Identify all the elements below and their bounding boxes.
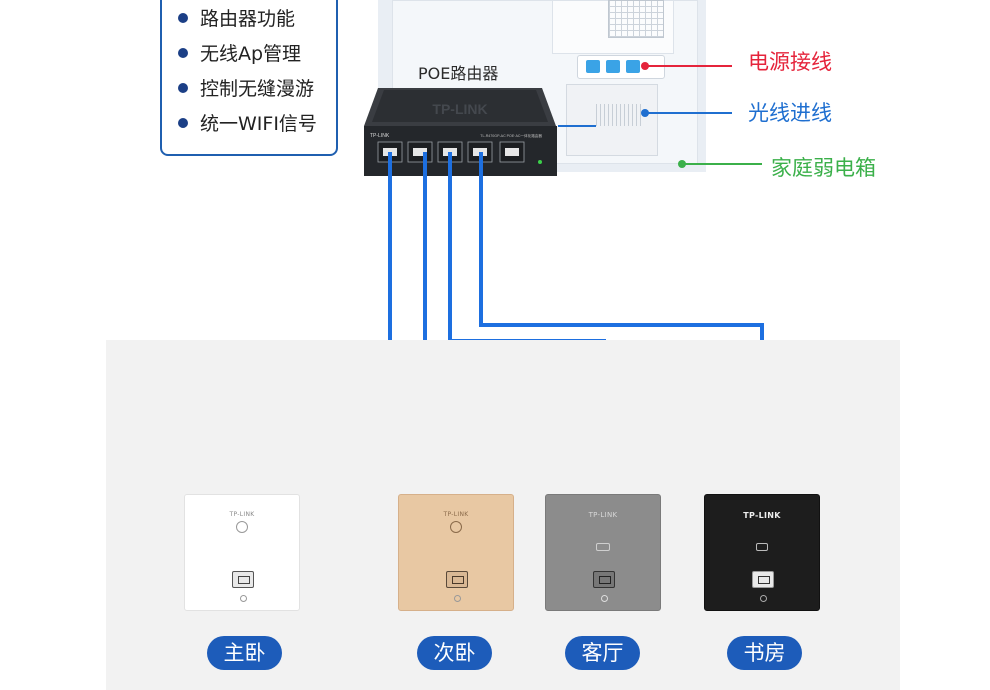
power-callout-dot — [641, 62, 649, 70]
router-front-logo: TP-LINK — [370, 133, 390, 139]
ethernet-port-icon — [232, 571, 254, 588]
router-top-logo: TP-LINK — [432, 101, 487, 117]
panel-brand: TP-LINK — [229, 511, 255, 518]
feature-list-box: 路由器功能 无线Ap管理 控制无缝漫游 统一WIFI信号 — [160, 0, 338, 156]
panel-brand: TP-LINK — [443, 511, 469, 518]
panel-ap-gray: TP-LINK — [545, 494, 661, 611]
panel-led-icon — [596, 543, 610, 551]
room-label-study: 书房 — [727, 636, 802, 670]
room-label-second-bedroom: 次卧 — [417, 636, 492, 670]
panel-ap-white: TP-LINK — [184, 494, 300, 611]
reset-hole-icon — [601, 595, 608, 602]
socket-icon — [586, 60, 600, 73]
power-callout-label: 电源接线 — [748, 50, 832, 74]
box-callout-dot — [678, 160, 686, 168]
fiber-callout-dot — [641, 109, 649, 117]
panel-ap-black: TP-LINK — [704, 494, 820, 611]
bullet-icon — [178, 117, 188, 128]
socket-icon — [606, 60, 620, 73]
panel-led-icon — [450, 521, 462, 533]
poe-router-label: POE路由器 — [418, 64, 499, 83]
bullet-icon — [178, 12, 188, 23]
modem-vent — [596, 104, 644, 126]
feature-item: 无线Ap管理 — [178, 39, 301, 66]
room-label-master-bedroom: 主卧 — [207, 636, 282, 670]
box-callout-label: 家庭弱电箱 — [771, 156, 876, 180]
ethernet-port-icon — [446, 571, 468, 588]
feature-item: 路由器功能 — [178, 4, 295, 31]
panel-led-icon — [236, 521, 248, 533]
bullet-icon — [178, 82, 188, 93]
panel-brand: TP-LINK — [588, 511, 618, 519]
reset-hole-icon — [240, 595, 247, 602]
reset-hole-icon — [454, 595, 461, 602]
poe-router: TP-LINK TP-LINK TL-R470GP-AC POE·AC一体化路由… — [364, 88, 557, 176]
feature-item: 统一WIFI信号 — [178, 109, 317, 136]
panel-brand: TP-LINK — [743, 511, 781, 520]
cabinet-vent-grid — [608, 0, 664, 38]
ethernet-port-icon — [752, 571, 774, 588]
socket-icon — [626, 60, 640, 73]
panel-ap-champagne: TP-LINK — [398, 494, 514, 611]
ethernet-port-icon — [593, 571, 615, 588]
fiber-callout-label: 光线进线 — [748, 101, 832, 125]
feature-label: 控制无缝漫游 — [200, 78, 315, 100]
bullet-icon — [178, 47, 188, 58]
feature-label: 无线Ap管理 — [200, 43, 302, 65]
panel-led-icon — [756, 543, 768, 551]
router-model: TL-R470GP-AC POE·AC一体化路由器 — [480, 133, 542, 138]
feature-item: 控制无缝漫游 — [178, 74, 314, 101]
status-led-icon — [538, 160, 542, 164]
room-label-living-room: 客厅 — [565, 636, 640, 670]
reset-hole-icon — [760, 595, 767, 602]
feature-label: 路由器功能 — [200, 8, 296, 30]
feature-label: 统一WIFI信号 — [200, 113, 317, 135]
